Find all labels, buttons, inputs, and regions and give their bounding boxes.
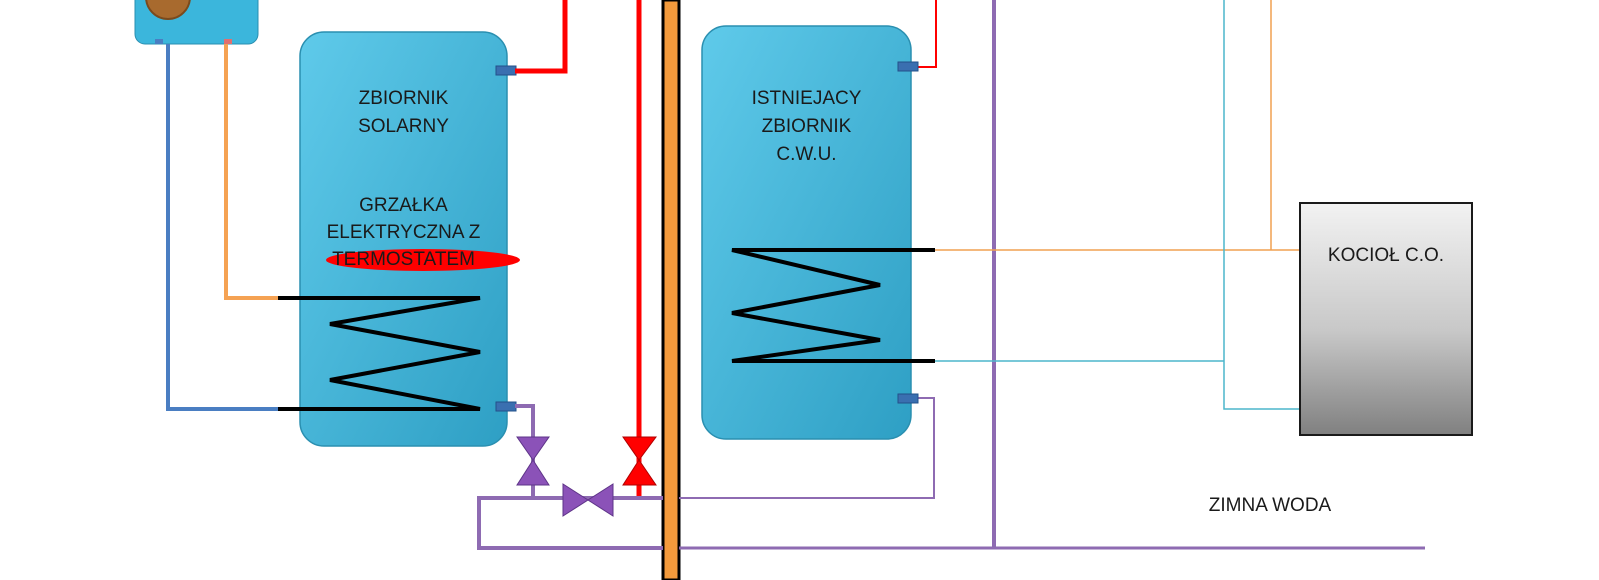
heating-return-riser — [1223, 0, 1300, 410]
cold-water-label: ZIMNA WODA — [1208, 495, 1332, 516]
solar-outlet-valve — [516, 436, 550, 486]
heater-label-1: GRZAŁKA — [359, 195, 448, 216]
solar-tank-hot-water-pipe — [515, 0, 568, 74]
existing-tank-cold-inlet — [897, 393, 919, 404]
solar-return-pipe — [166, 44, 280, 411]
heater-label-3: TERMOSTATEM — [332, 249, 475, 270]
solar-tank-cold-inlet — [495, 401, 517, 412]
existing-tank-label-1: ISTNIEJACY — [751, 88, 862, 109]
electric-heater-element — [326, 249, 520, 271]
existing-tank-hot-outlet — [897, 61, 919, 72]
solar-tank-hot-outlet — [495, 65, 517, 76]
central-divider — [661, 0, 681, 580]
heater-label-2: ELEKTRYCZNA Z — [326, 222, 481, 243]
solar-tank-label-1: ZBIORNIK — [358, 88, 449, 109]
existing-tank-coil — [731, 248, 935, 363]
solar-tank-coil — [278, 296, 481, 411]
solar-tank-label-2: SOLARNY — [358, 116, 449, 137]
boiler-label: KOCIOŁ C.O. — [1327, 245, 1445, 266]
hot-riser-valve — [622, 436, 657, 486]
solar-collector-unit — [134, 0, 259, 45]
boiler — [1299, 202, 1473, 436]
existing-tank-label-2: ZBIORNIK — [761, 116, 852, 137]
bypass-valve — [562, 483, 614, 517]
solar-tank — [299, 31, 508, 447]
existing-tank-hot-outlet-pipe — [915, 0, 937, 68]
solar-supply-pipe — [224, 44, 280, 300]
existing-tank-cold-inlet-pipe — [679, 397, 935, 499]
existing-tank-label-3: C.W.U. — [776, 144, 837, 165]
